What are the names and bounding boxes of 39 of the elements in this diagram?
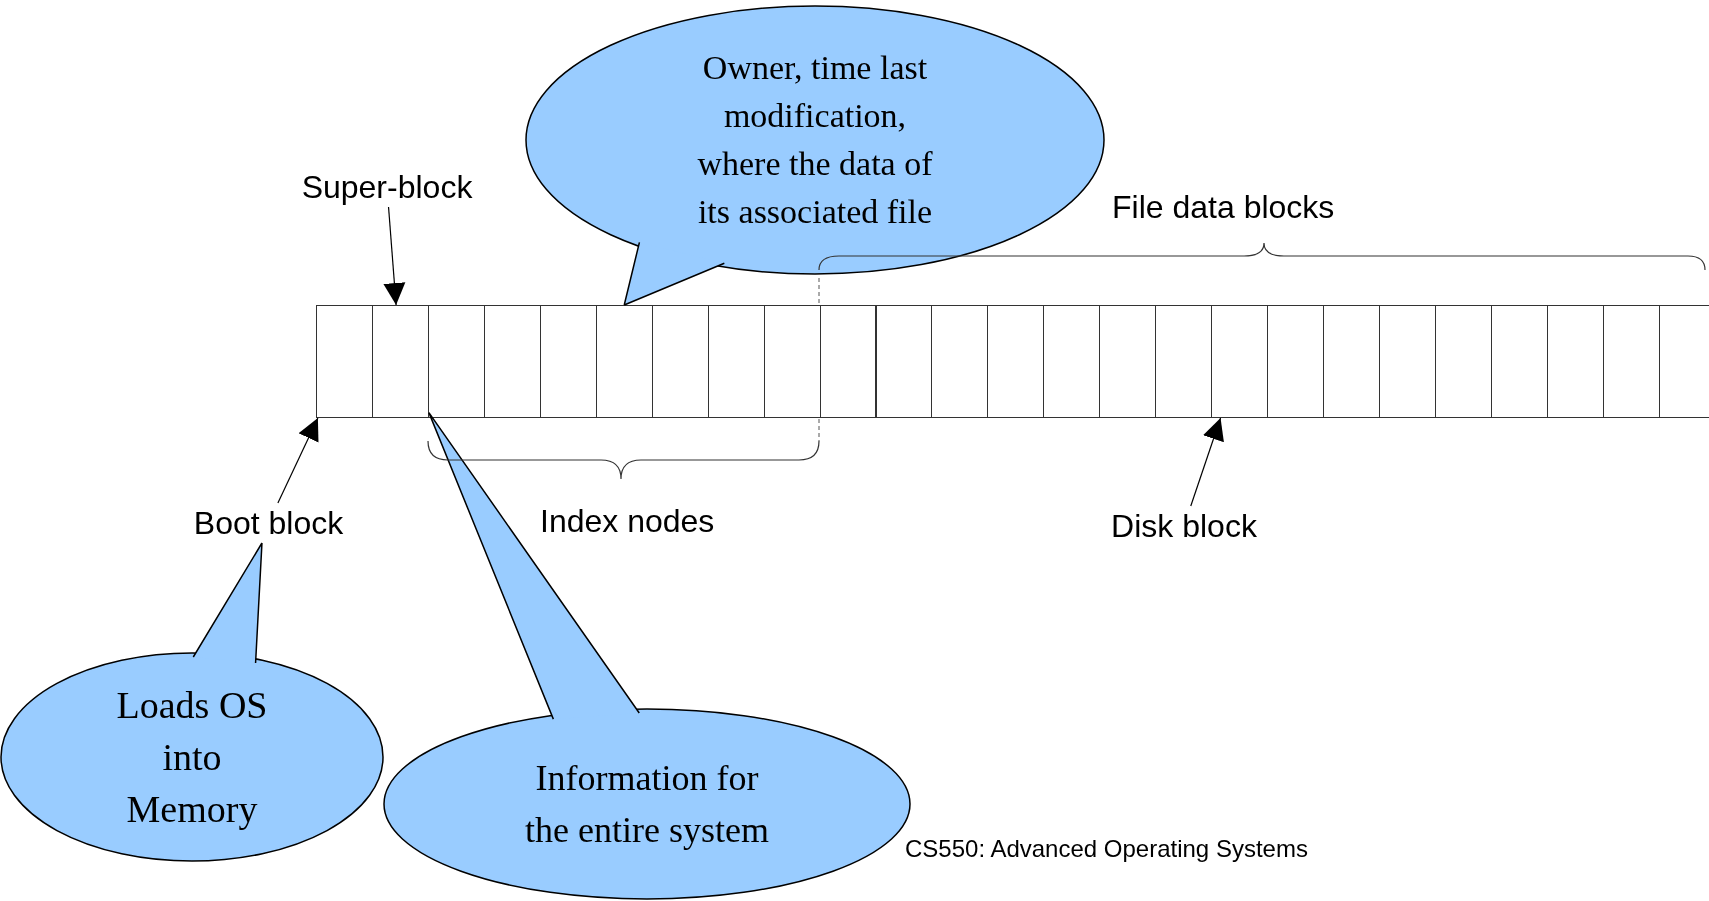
disk-block-cell [1043, 305, 1101, 418]
disk-block-cell [427, 305, 485, 418]
speech-bubble [0, 652, 384, 862]
speech-bubble [525, 5, 1105, 275]
disk-block-cell [1546, 305, 1604, 418]
disk-block-cell [1658, 305, 1709, 418]
arrow [277, 417, 319, 504]
block-label: Boot block [177, 503, 360, 543]
disk-block-cell [539, 305, 597, 418]
disk-block-cell [483, 305, 541, 418]
disk-block-cell [819, 305, 877, 418]
block-label: Super-block [281, 167, 493, 207]
disk-block-cell [987, 305, 1045, 418]
disk-block-cell [1099, 305, 1157, 418]
brace-label: Index nodes [540, 503, 715, 540]
disk-block-cell [1379, 305, 1436, 418]
disk-block-cell [707, 305, 765, 418]
disk-block-cell [763, 305, 821, 418]
disk-block-cell [651, 305, 709, 418]
disk-block-cell [371, 305, 429, 418]
disk-block-cell [931, 305, 989, 418]
brace-label: File data blocks [1112, 189, 1335, 226]
arrow [1190, 417, 1224, 507]
disk-block-cell [1602, 305, 1660, 418]
arrow [383, 206, 406, 306]
callout-text: Information for the entire system [524, 757, 770, 852]
block-label: Disk block [1095, 506, 1273, 546]
disk-block-cell [1490, 305, 1548, 418]
disk-block-cell [1323, 305, 1381, 418]
callout-text: Loads OS into Memory [115, 683, 269, 832]
disk-block-cell [875, 305, 933, 418]
footer-text: CS550: Advanced Operating Systems [905, 835, 1308, 863]
disk-block-cell [1211, 305, 1269, 418]
disk-block-cell [316, 305, 373, 418]
disk-block-cell [1435, 305, 1492, 418]
disk-block-cell [595, 305, 653, 418]
disk-block-cell [1267, 305, 1325, 418]
disk-block-cell [1155, 305, 1213, 418]
callout-text: Owner, time last modification, where the data of its associated file [696, 48, 934, 232]
